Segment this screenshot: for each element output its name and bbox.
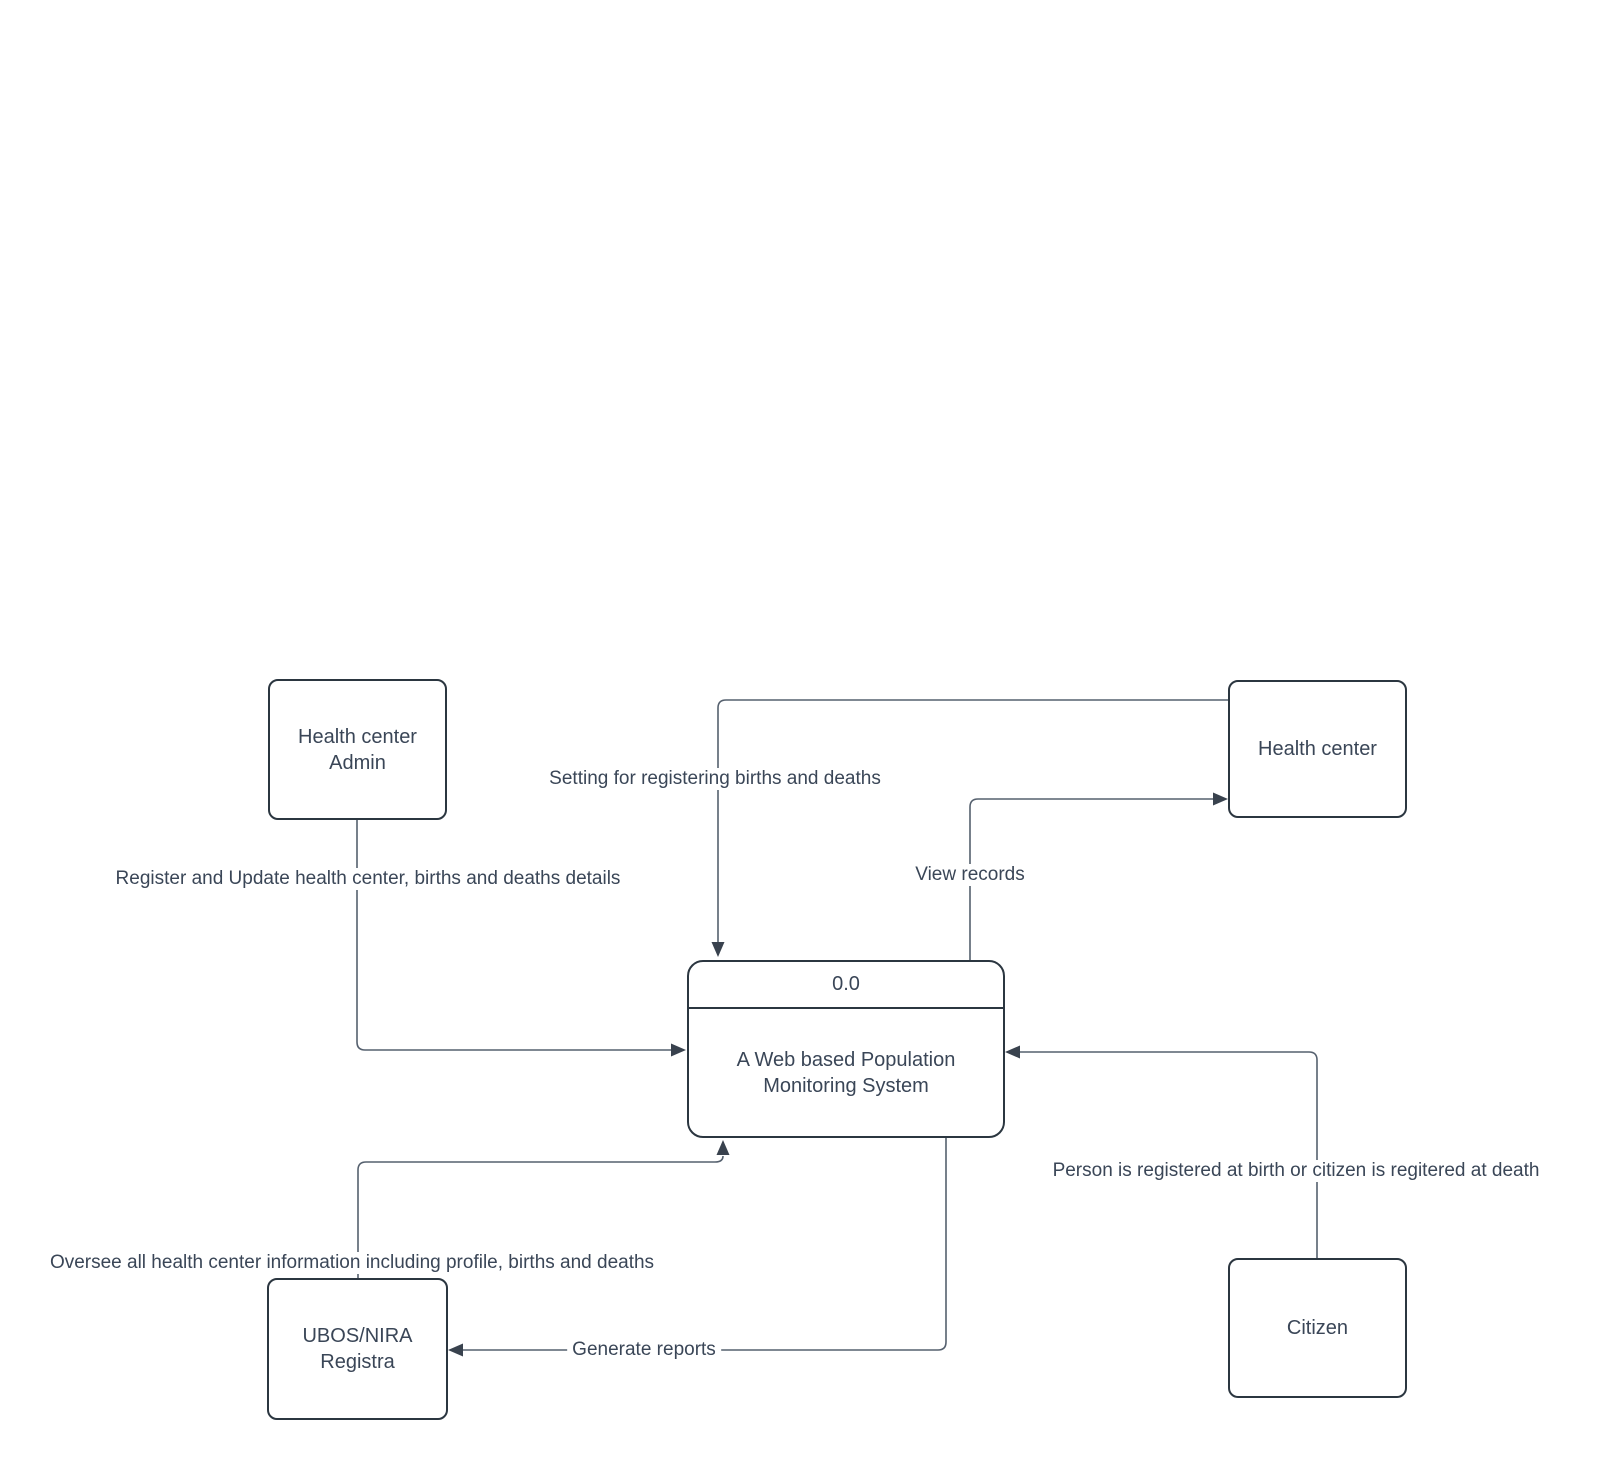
flow-setting-label: Setting for registering births and death… [544,768,886,790]
flow-generate-reports-label: Generate reports [567,1339,721,1361]
process-box: 0.0 A Web based Population Monitoring Sy… [687,960,1005,1138]
flow-register-update-line [356,819,686,1057]
flow-person-registered-label: Person is registered at birth or citizen… [1047,1160,1545,1182]
process-number: 0.0 [689,962,1003,1009]
entity-health-center-admin-label: Health center Admin [298,725,417,774]
entity-health-center: Health center [1228,680,1407,818]
flow-oversee-label: Oversee all health center information in… [44,1252,660,1274]
entity-citizen: Citizen [1228,1258,1407,1398]
flow-view-records-line [969,792,1228,960]
flow-person-registered-line [1005,1045,1318,1258]
entity-health-center-label: Health center [1258,738,1377,760]
entity-ubos-nira-registra-label: UBOS/NIRA Registra [302,1325,413,1373]
process-title: A Web based Population Monitoring System [736,1048,956,1097]
entity-ubos-nira-registra: UBOS/NIRA Registra [267,1278,448,1420]
flow-register-update-label: Register and Update health center, birth… [110,868,626,890]
entity-health-center-admin: Health center Admin [268,679,447,820]
flow-view-records-label: View records [910,864,1030,886]
entity-citizen-label: Citizen [1286,1317,1349,1339]
flow-setting-line [711,699,1228,957]
flow-oversee-line [357,1140,730,1278]
flow-generate-reports-line [448,1138,947,1357]
